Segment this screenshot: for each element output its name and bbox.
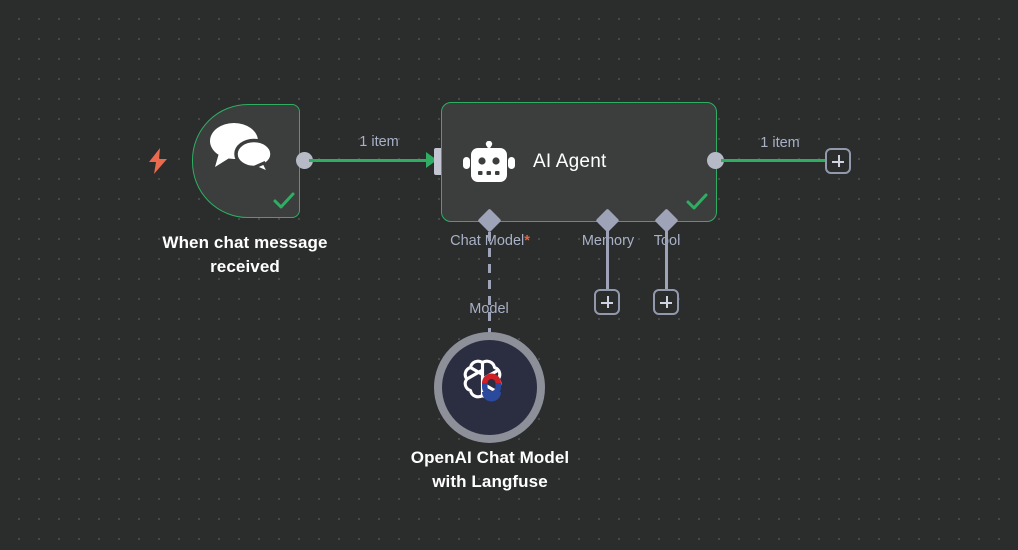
connection-memory-stub[interactable] — [606, 228, 609, 290]
robot-icon — [463, 140, 515, 185]
openai-node-label: OpenAI Chat Model with Langfuse — [410, 448, 570, 491]
connection-agent-to-model[interactable] — [488, 232, 491, 344]
status-check-icon — [685, 191, 709, 213]
node-ai-agent[interactable]: AI Agent — [441, 102, 717, 222]
model-connection-label: Model — [469, 301, 509, 317]
add-node-button[interactable] — [825, 148, 851, 174]
connection-tool-stub[interactable] — [665, 228, 668, 290]
status-check-icon — [272, 190, 296, 212]
trigger-node-label: When chat message received — [162, 233, 328, 276]
chat-model-label-text: Chat Model — [450, 233, 525, 249]
connection-item-count-label: 1 item — [760, 135, 800, 151]
openai-logo-icon — [460, 356, 506, 402]
trigger-output-connector[interactable] — [296, 152, 313, 169]
agent-node-title: AI Agent — [533, 151, 607, 172]
connection-item-count-label: 1 item — [359, 134, 399, 150]
connection-trigger-to-agent[interactable] — [309, 159, 433, 162]
add-tool-button[interactable] — [653, 289, 679, 315]
add-memory-button[interactable] — [594, 289, 620, 315]
lightning-bolt-icon — [147, 148, 169, 174]
agent-output-connector[interactable] — [707, 152, 724, 169]
connection-agent-to-next[interactable] — [721, 159, 826, 162]
chat-bubbles-icon — [205, 121, 275, 177]
required-marker: * — [524, 233, 530, 249]
magnet-icon — [482, 373, 501, 402]
node-openai-chat-model[interactable] — [434, 332, 545, 443]
node-when-chat-message-received[interactable] — [192, 104, 300, 218]
connection-arrow-icon — [426, 152, 437, 168]
chat-model-label: Chat Model* — [440, 233, 540, 249]
